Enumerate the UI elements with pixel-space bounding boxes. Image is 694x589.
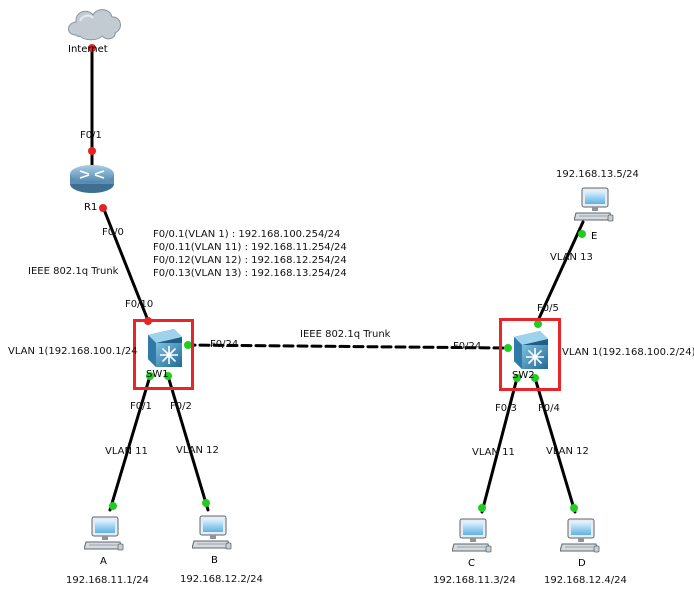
pc-b-label: B	[211, 555, 218, 566]
pc-e-ip-label: 192.168.13.5/24	[556, 169, 639, 180]
router-subif-2: F0/0.11(VLAN 11) : 192.168.11.254/24	[153, 242, 347, 253]
pc-b-ip-label: 192.168.12.2/24	[180, 574, 263, 585]
link-c-vlan-label: VLAN 11	[472, 447, 515, 458]
port-dot-sw2-f05	[534, 320, 542, 328]
trunk-middle-label: IEEE 802.1q Trunk	[300, 329, 391, 340]
port-dot-sw2-f03	[513, 374, 521, 382]
sw2-port-c-label: F0/3	[495, 403, 517, 414]
r1-port-down-label: F0/0	[102, 227, 124, 238]
sw2-port-left-label: F0/24	[453, 341, 482, 352]
pc-c-label: C	[468, 558, 475, 569]
link-sw1-pc-b	[166, 374, 210, 512]
sw2-label: SW2	[512, 370, 535, 381]
port-dot-sw1-f024	[184, 341, 192, 349]
port-dot-sw2-f024	[504, 344, 512, 352]
sw2-port-up-label: F0/5	[537, 303, 559, 314]
port-dot-sw2-f04	[531, 374, 539, 382]
port-dot-r1-f01	[88, 147, 96, 155]
router-subif-4: F0/0.13(VLAN 13) : 192.168.13.254/24	[153, 268, 347, 279]
link-b-vlan-label: VLAN 12	[176, 445, 219, 456]
pc-c-ip-label: 192.168.11.3/24	[433, 575, 516, 586]
link-a-vlan-label: VLAN 11	[105, 446, 148, 457]
internet-label: Internet	[68, 44, 108, 55]
sw2-port-d-label: F0/4	[538, 403, 560, 414]
pc-e-label: E	[591, 231, 598, 242]
port-dot-sw1-f01	[146, 372, 154, 380]
sw1-port-b-label: F0/2	[170, 401, 192, 412]
port-dot-pc-c	[478, 504, 486, 512]
link-sw1-pc-a	[108, 374, 152, 512]
link-d-vlan-label: VLAN 12	[546, 446, 589, 457]
link-r1-sw1	[101, 205, 151, 325]
port-dot-pc-d	[570, 504, 578, 512]
port-status-dots	[88, 44, 586, 512]
internet-cloud-icon[interactable]	[68, 9, 121, 41]
sw1-port-a-label: F0/1	[130, 401, 152, 412]
sw2-vlan-label: VLAN 1(192.168.100.2/24)	[562, 347, 694, 358]
router-subif-1: F0/0.1(VLAN 1) : 192.168.100.254/24	[153, 229, 341, 240]
pc-d-icon[interactable]	[560, 518, 600, 553]
sw1-highlight-box	[133, 319, 194, 390]
router-icon[interactable]	[70, 165, 114, 193]
sw2-highlight-box	[499, 318, 561, 391]
port-dot-pc-b	[202, 499, 210, 507]
router-subif-3: F0/0.12(VLAN 12) : 192.168.12.254/24	[153, 255, 347, 266]
pc-e-icon[interactable]	[574, 187, 614, 222]
pc-b-icon[interactable]	[192, 515, 232, 550]
link-sw2-pc-e	[534, 220, 585, 327]
link-sw2-pc-d	[533, 376, 577, 514]
port-dot-sw1-f02	[164, 372, 172, 380]
r1-label: R1	[84, 202, 98, 213]
sw1-label: SW1	[146, 369, 169, 380]
port-dot-internet	[88, 44, 96, 52]
pc-c-icon[interactable]	[452, 518, 492, 553]
port-dot-r1-f00	[99, 204, 107, 212]
pc-d-label: D	[578, 558, 586, 569]
link-sw2-pc-c	[480, 376, 519, 514]
sw1-port-up-label: F0/10	[125, 299, 154, 310]
port-dot-pc-a	[109, 502, 117, 510]
link-sw1-sw2-trunk	[184, 343, 510, 350]
link-e-vlan-label: VLAN 13	[550, 252, 593, 263]
port-dot-pc-e	[578, 230, 586, 238]
sw1-vlan-label: VLAN 1(192.168.100.1/24	[8, 346, 138, 357]
r1-port-up-label: F0/1	[80, 130, 102, 141]
pc-a-label: A	[100, 556, 107, 567]
links-layer	[90, 46, 585, 514]
trunk-left-label: IEEE 802.1q Trunk	[28, 266, 119, 277]
pc-a-icon[interactable]	[84, 516, 124, 551]
sw1-port-right-label: F0/24	[210, 339, 239, 350]
pc-a-ip-label: 192.168.11.1/24	[66, 575, 149, 586]
pc-d-ip-label: 192.168.12.4/24	[544, 575, 627, 586]
